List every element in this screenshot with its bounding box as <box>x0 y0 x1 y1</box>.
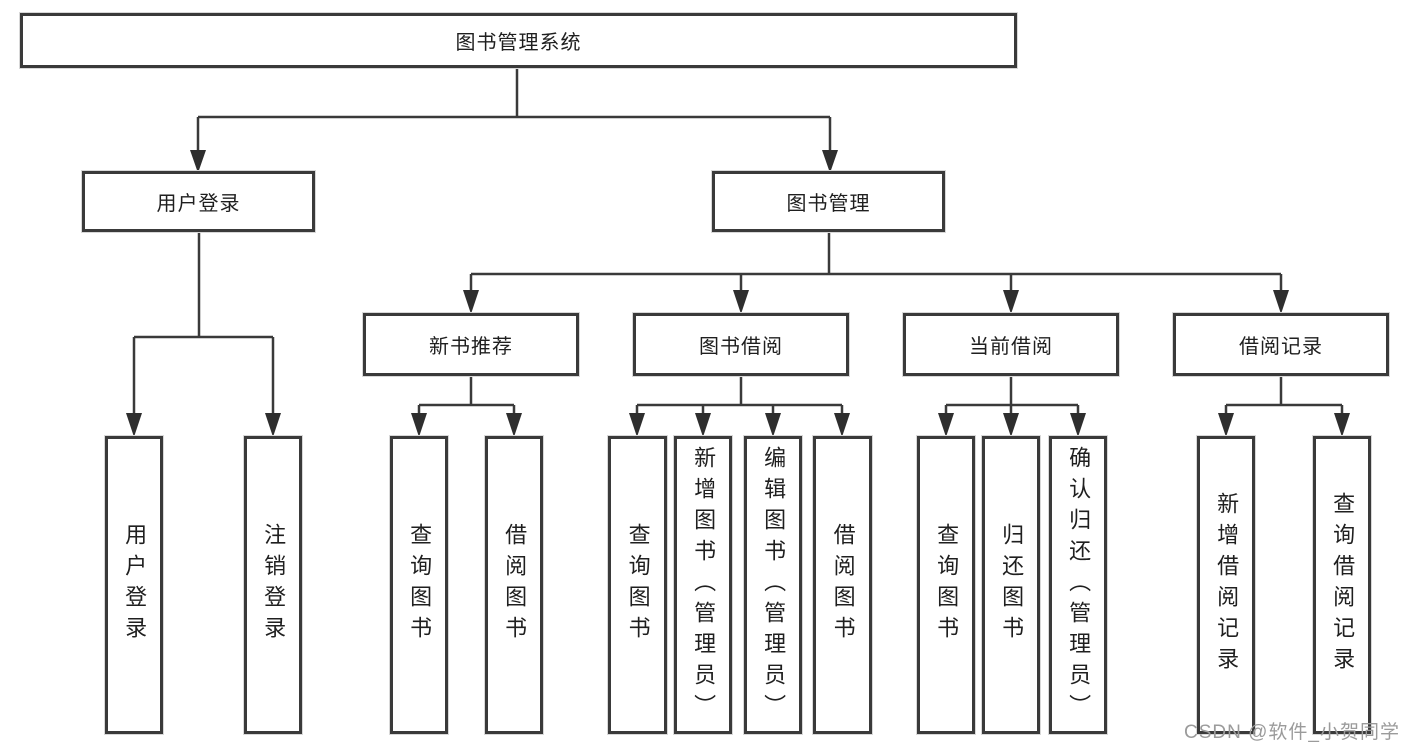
leaf-label: 确认归还（管理员） <box>1066 445 1092 725</box>
csdn-watermark: CSDN @软件_小贺同学 <box>1184 722 1400 743</box>
node-book-management-label: 图书管理 <box>786 193 871 215</box>
leaf-label: 查询图书 <box>934 523 960 647</box>
leaf-label: 借阅图书 <box>502 523 528 647</box>
node-borrow-records-label: 借阅记录 <box>1239 336 1323 358</box>
node-current-borrow: 当前借阅 <box>903 313 1119 376</box>
node-leaf-return-books: 归还图书 <box>982 436 1040 734</box>
connector-bookmgmt-to-level3 <box>463 230 1289 314</box>
node-root-system: 图书管理系统 <box>20 13 1017 68</box>
connector-bookborrow-to-leaves <box>629 374 850 437</box>
node-borrow-records: 借阅记录 <box>1173 313 1389 376</box>
node-leaf-query-books-3: 查询图书 <box>917 436 975 734</box>
node-leaf-confirm-return-admin: 确认归还（管理员） <box>1049 436 1107 734</box>
leaf-label: 借阅图书 <box>830 523 856 647</box>
node-new-book-recommend: 新书推荐 <box>363 313 579 376</box>
node-leaf-query-books-2: 查询图书 <box>608 436 667 734</box>
node-leaf-query-books-1: 查询图书 <box>390 436 448 734</box>
node-leaf-user-login: 用户登录 <box>105 436 163 734</box>
node-user-login: 用户登录 <box>82 171 315 232</box>
leaf-label: 注销登录 <box>261 523 287 647</box>
node-leaf-logout: 注销登录 <box>244 436 302 734</box>
node-leaf-add-borrow-record: 新增借阅记录 <box>1197 436 1255 734</box>
leaf-label: 查询图书 <box>625 523 651 647</box>
node-root-label: 图书管理系统 <box>455 32 582 54</box>
node-book-borrow-label: 图书借阅 <box>699 336 783 358</box>
node-leaf-borrow-books-2: 借阅图书 <box>813 436 872 734</box>
connector-userlogin-to-leaves <box>126 230 281 437</box>
connector-borrowrecords-to-leaves <box>1218 374 1350 437</box>
leaf-label: 编辑图书（管理员） <box>761 445 787 725</box>
node-leaf-borrow-books-1: 借阅图书 <box>485 436 543 734</box>
node-book-borrow: 图书借阅 <box>633 313 849 376</box>
node-leaf-add-books-admin: 新增图书（管理员） <box>674 436 732 734</box>
connector-currentborrow-to-leaves <box>938 374 1086 437</box>
node-book-management: 图书管理 <box>712 171 945 232</box>
node-leaf-query-borrow-record: 查询借阅记录 <box>1313 436 1371 734</box>
leaf-label: 新增借阅记录 <box>1214 492 1240 678</box>
connector-root-to-level2 <box>190 66 838 173</box>
leaf-label: 归还图书 <box>999 523 1025 647</box>
connector-newbooks-to-leaves <box>411 374 522 437</box>
node-user-login-label: 用户登录 <box>156 193 241 215</box>
node-leaf-edit-books-admin: 编辑图书（管理员） <box>744 436 802 734</box>
leaf-label: 用户登录 <box>122 523 148 647</box>
leaf-label: 新增图书（管理员） <box>691 445 717 725</box>
leaf-label: 查询借阅记录 <box>1330 492 1356 678</box>
node-current-borrow-label: 当前借阅 <box>969 336 1053 358</box>
leaf-label: 查询图书 <box>407 523 433 647</box>
node-new-book-recommend-label: 新书推荐 <box>429 336 513 358</box>
